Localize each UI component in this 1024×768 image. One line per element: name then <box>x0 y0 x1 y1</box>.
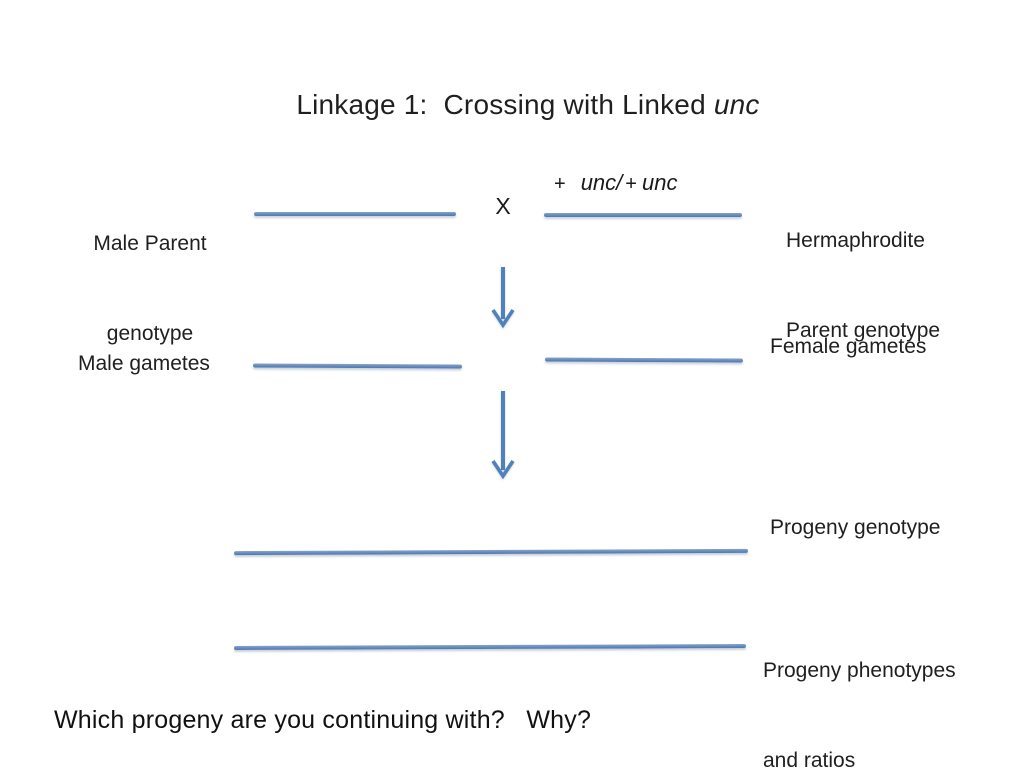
question-text: Which progeny are you continuing with? W… <box>54 706 592 734</box>
female-gametes-line <box>544 357 744 363</box>
male-gametes-label: Male gametes <box>78 352 210 375</box>
male-parent-genotype-line <box>254 212 456 216</box>
male-parent-genotype-label: Male Parent genotype <box>60 169 240 409</box>
progeny-genotype-line <box>233 548 749 556</box>
hermaphrodite-parent-label: Hermaphrodite Parent genotype <box>786 166 940 406</box>
genotype-unc-2: unc <box>641 170 678 195</box>
male-parent-label-line2: genotype <box>106 322 194 345</box>
genotype-unc-1: unc/ <box>580 170 623 195</box>
hermaphrodite-genotype-line <box>544 213 742 217</box>
slide-title: Linkage 1: Crossing with Linked unc <box>0 57 1024 153</box>
slide-title-gene-name: unc <box>713 89 760 120</box>
hermaphrodite-label-line2: Parent genotype <box>786 319 941 342</box>
cross-symbol: X <box>495 193 511 219</box>
progeny-phenotypes-line <box>233 644 747 650</box>
slide-title-text: Linkage 1: Crossing with Linked <box>296 89 714 120</box>
genotype-plus-1: + <box>554 173 566 195</box>
progeny-phenotypes-label-line2: and ratios <box>763 749 856 768</box>
down-arrow-icon <box>490 265 516 328</box>
hermaphrodite-label-line1: Hermaphrodite <box>786 229 925 252</box>
genotype-plus-2: + <box>625 173 637 195</box>
progeny-genotype-label: Progeny genotype <box>770 516 941 539</box>
hermaphrodite-genotype-text: +unc/+unc <box>554 170 677 196</box>
down-arrow-icon <box>490 389 516 479</box>
progeny-phenotypes-label-line1: Progeny phenotypes <box>763 659 956 682</box>
male-gametes-line <box>252 363 463 369</box>
progeny-phenotypes-label: Progeny phenotypes and ratios <box>763 596 956 768</box>
female-gametes-label: Female gametes <box>770 335 927 358</box>
male-parent-label-line1: Male Parent <box>93 232 207 255</box>
